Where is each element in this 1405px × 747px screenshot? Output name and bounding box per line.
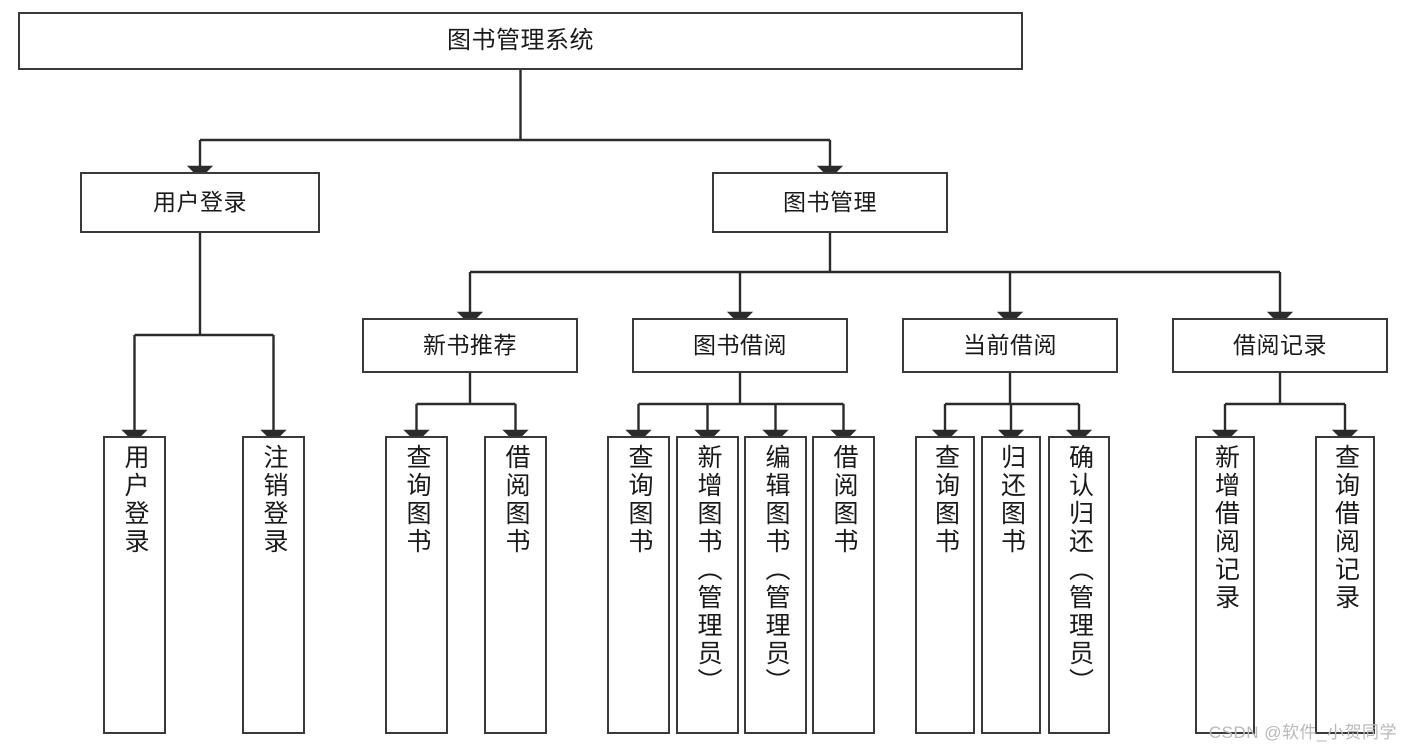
node-l-borrow2[interactable]: 借阅图书 bbox=[812, 436, 875, 734]
node-label: 注销登录 bbox=[260, 444, 288, 556]
node-l-addrec[interactable]: 新增借阅记录 bbox=[1195, 436, 1255, 734]
node-label: 用户登录 bbox=[121, 444, 149, 556]
node-newrec[interactable]: 新书推荐 bbox=[362, 318, 578, 373]
node-label: 借阅图书 bbox=[502, 444, 530, 556]
node-l-edit[interactable]: 编辑图书（管理员） bbox=[744, 436, 807, 734]
node-label: 图书借阅 bbox=[693, 331, 787, 358]
watermark-label: CSDN @软件_小贺同学 bbox=[1208, 723, 1397, 742]
edge-group bbox=[121, 70, 1359, 443]
node-label: 确认归还（管理员） bbox=[1065, 444, 1094, 696]
node-l-add[interactable]: 新增图书（管理员） bbox=[676, 436, 739, 734]
node-label: 归还图书 bbox=[997, 444, 1026, 556]
node-root[interactable]: 图书管理系统 bbox=[18, 12, 1023, 70]
node-label: 新增图书（管理员） bbox=[694, 444, 722, 696]
node-label: 借阅记录 bbox=[1233, 331, 1327, 358]
node-label: 当前借阅 bbox=[963, 331, 1057, 358]
node-label: 查询图书 bbox=[403, 444, 431, 556]
node-records[interactable]: 借阅记录 bbox=[1172, 318, 1388, 373]
node-label: 借阅图书 bbox=[830, 444, 858, 556]
node-label: 查询借阅记录 bbox=[1331, 444, 1360, 612]
node-label: 新书推荐 bbox=[423, 331, 517, 358]
node-current[interactable]: 当前借阅 bbox=[902, 318, 1118, 373]
node-l-logout[interactable]: 注销登录 bbox=[242, 436, 305, 734]
node-l-login[interactable]: 用户登录 bbox=[103, 436, 166, 734]
node-label: 图书管理系统 bbox=[447, 26, 594, 54]
node-label: 新增借阅记录 bbox=[1211, 444, 1240, 612]
node-l-confirm[interactable]: 确认归还（管理员） bbox=[1048, 436, 1110, 734]
node-login[interactable]: 用户登录 bbox=[80, 172, 320, 233]
node-label: 用户登录 bbox=[153, 188, 247, 215]
node-bookmgmt[interactable]: 图书管理 bbox=[712, 172, 948, 233]
node-l-return[interactable]: 归还图书 bbox=[981, 436, 1041, 734]
node-label: 编辑图书（管理员） bbox=[762, 444, 790, 696]
node-label: 查询图书 bbox=[931, 444, 960, 556]
node-l-borrow1[interactable]: 借阅图书 bbox=[484, 436, 547, 734]
node-borrow[interactable]: 图书借阅 bbox=[632, 318, 848, 373]
node-label: 图书管理 bbox=[783, 188, 877, 215]
node-l-queryrec[interactable]: 查询借阅记录 bbox=[1315, 436, 1375, 734]
node-l-query1[interactable]: 查询图书 bbox=[385, 436, 448, 734]
node-label: 查询图书 bbox=[625, 444, 653, 556]
node-l-query3[interactable]: 查询图书 bbox=[915, 436, 975, 734]
node-l-query2[interactable]: 查询图书 bbox=[607, 436, 670, 734]
